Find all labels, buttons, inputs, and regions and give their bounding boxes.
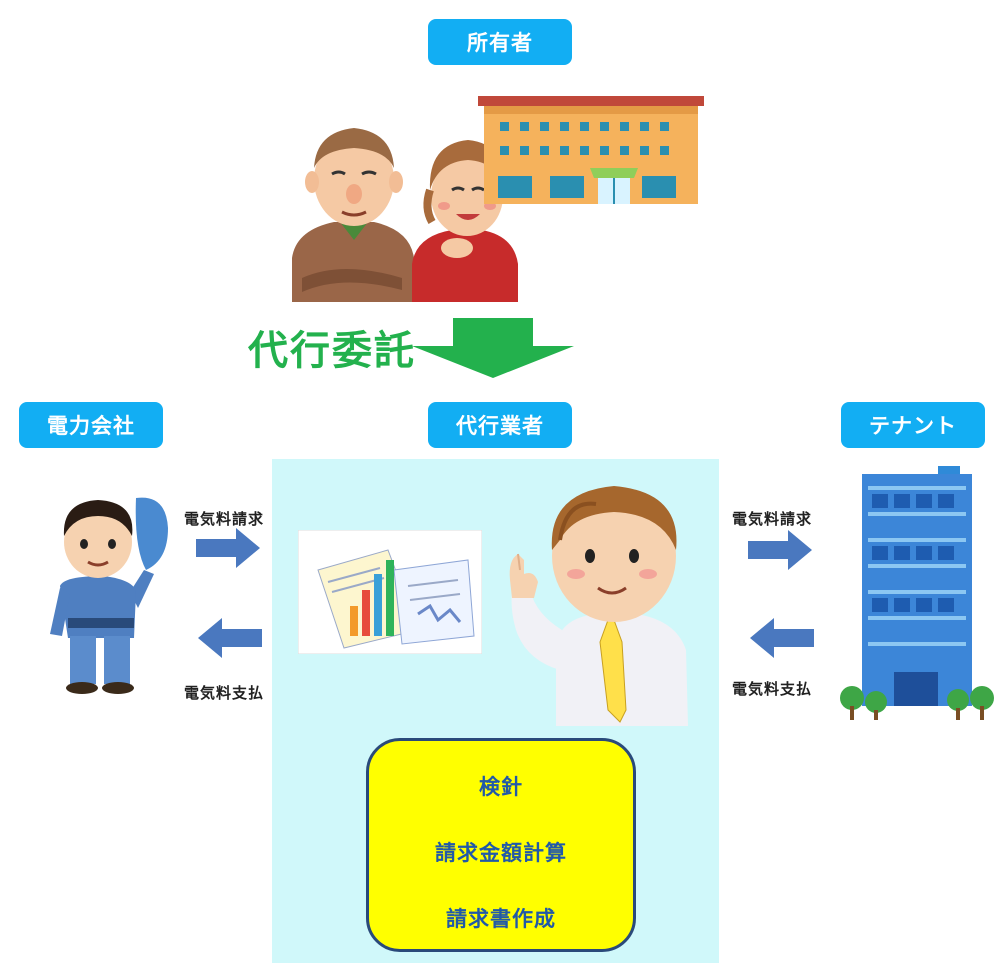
task-billing-calculation: 請求金額計算	[435, 841, 567, 865]
down-arrow-icon	[412, 318, 574, 378]
documents-charts-illustration	[298, 530, 482, 654]
right-billing-label: 電気料請求	[732, 510, 813, 528]
electric-worker-illustration	[50, 497, 168, 694]
right-arrow-icon	[196, 528, 260, 568]
left-arrow-icon	[198, 618, 262, 658]
tenant-office-building-icon	[840, 466, 994, 720]
left-billing-label: 電気料請求	[184, 510, 265, 528]
agent-tasks-box: 検針 請求金額計算 請求書作成	[366, 738, 636, 952]
task-meter-reading: 検針	[479, 775, 523, 799]
commission-label: 代行委託	[248, 328, 416, 374]
right-payment-label: 電気料支払	[732, 680, 813, 698]
left-arrow-icon	[750, 618, 814, 658]
businessman-illustration	[509, 486, 688, 726]
right-arrow-icon	[748, 530, 812, 570]
owner-building-icon	[478, 96, 704, 204]
left-payment-label: 電気料支払	[184, 684, 265, 702]
elderly-owners-illustration	[292, 128, 518, 302]
agent-label: 代行業者	[428, 402, 572, 448]
power-company-label: 電力会社	[19, 402, 163, 448]
tenant-label: テナント	[841, 402, 985, 448]
owner-label: 所有者	[428, 19, 572, 65]
task-invoice-creation: 請求書作成	[446, 907, 556, 931]
